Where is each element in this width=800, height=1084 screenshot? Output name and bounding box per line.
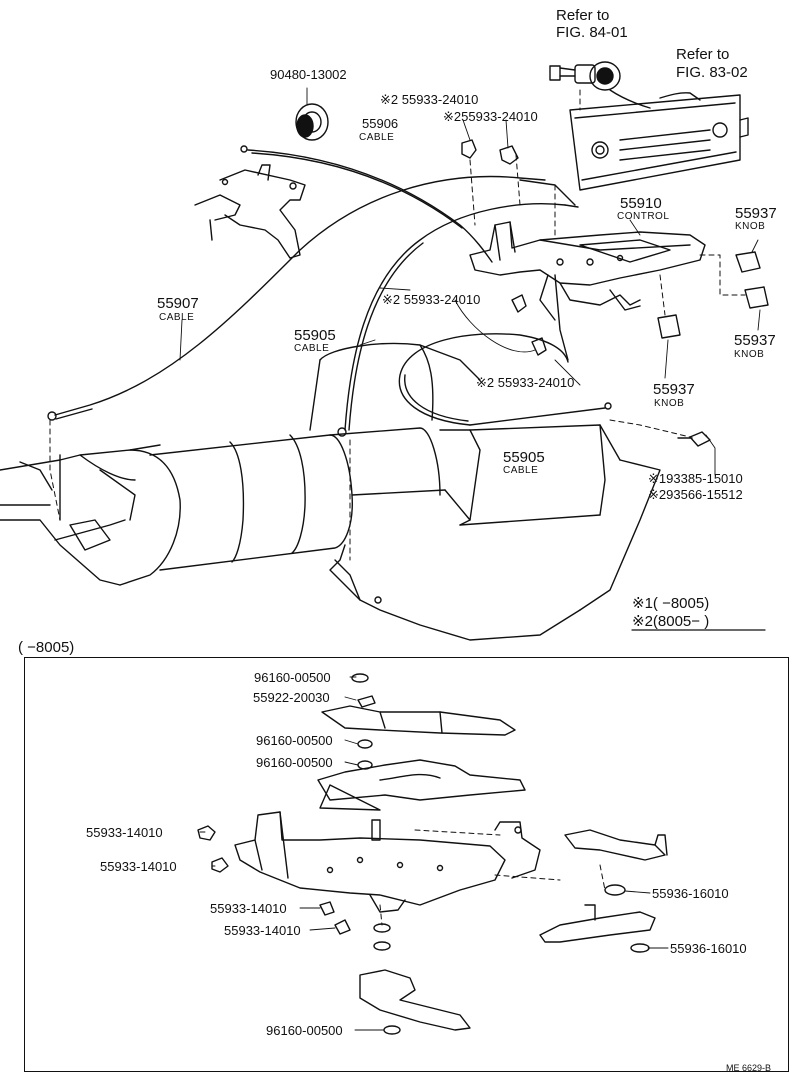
heater-housing-drawing <box>0 342 661 641</box>
part-label-55910-control: CONTROL <box>617 211 670 222</box>
inset-title: ( −8005) <box>18 639 75 656</box>
knobs <box>657 251 769 339</box>
inset-label-55933-14010-g: 55933-14010 <box>210 901 287 916</box>
part-label-90480-13002: 90480-13002 <box>270 67 347 82</box>
part-label-55937-b: 55937 <box>734 332 776 349</box>
inset-label-55933-14010-e: 55933-14010 <box>86 825 163 840</box>
part-label-55905-a-cable: CABLE <box>294 343 330 354</box>
part-label-55907-cable: CABLE <box>159 312 195 323</box>
ref-fig84-line1: Refer to <box>556 7 610 24</box>
grommet-drawing <box>295 103 329 141</box>
part-label-55907: 55907 <box>157 295 199 312</box>
part-label-55933-24010-c: ※2 55933-24010 <box>382 292 481 307</box>
part-label-55937-b-knob: KNOB <box>734 349 765 360</box>
ref-fig83-line1: Refer to <box>676 46 730 63</box>
inset-label-55936-16010-i: 55936-16010 <box>652 886 729 901</box>
part-label-55906: 55906 <box>362 116 399 131</box>
part-label-55905-b-cable: CABLE <box>503 465 539 476</box>
inset-label-55933-14010-h: 55933-14010 <box>224 923 301 938</box>
part-label-55933-24010-d: ※2 55933-24010 <box>476 375 575 390</box>
part-label-55910: 55910 <box>620 195 662 212</box>
ref-fig84-line2: FIG. 84-01 <box>556 24 628 41</box>
control-cables <box>47 145 612 437</box>
part-label-293566-15512: ※293566-15512 <box>648 487 743 502</box>
leader-lines-inset <box>379 829 606 926</box>
diagram-code: ME 6629-B <box>726 1063 772 1073</box>
inset-label-55936-16010-j: 55936-16010 <box>670 941 747 956</box>
part-label-55937-c-knob: KNOB <box>654 398 685 409</box>
part-label-55905-b: 55905 <box>503 449 545 466</box>
inset-exploded-parts <box>197 673 668 1035</box>
part-label-193385-15010: ※193385-15010 <box>648 471 743 486</box>
label-leaders <box>179 87 761 1031</box>
control-faceplate <box>569 92 749 191</box>
cable-clips <box>461 139 547 356</box>
inset-label-96160-00500-c: 96160-00500 <box>256 733 333 748</box>
ref-fig83-line2: FIG. 83-02 <box>676 64 748 81</box>
part-label-55937-a-knob: KNOB <box>735 221 766 232</box>
inset-frame <box>24 657 789 1072</box>
part-label-55933-24010-a: ※2 55933-24010 <box>380 92 479 107</box>
cable-bracket-drawing <box>194 164 306 259</box>
part-label-55906-cable: CABLE <box>359 132 395 143</box>
part-label-55933-24010-b: ※255933-24010 <box>443 109 538 124</box>
inset-label-96160-00500-k: 96160-00500 <box>266 1023 343 1038</box>
blower-switch <box>549 61 651 109</box>
inset-label-55922-20030: 55922-20030 <box>253 690 330 705</box>
leader-lines-upper <box>49 89 746 561</box>
part-label-55937-c: 55937 <box>653 381 695 398</box>
part-label-55937-a: 55937 <box>735 205 777 222</box>
inset-label-96160-00500-d: 96160-00500 <box>256 755 333 770</box>
inset-label-96160-00500-a: 96160-00500 <box>254 670 331 685</box>
part-label-55905-a: 55905 <box>294 327 336 344</box>
footnote-1: ※1( −8005) <box>632 595 710 612</box>
screw <box>677 431 711 447</box>
heater-control-assembly <box>469 221 706 361</box>
footnote-2: ※2(8005− ) <box>632 613 710 630</box>
inset-label-55933-14010-f: 55933-14010 <box>100 859 177 874</box>
